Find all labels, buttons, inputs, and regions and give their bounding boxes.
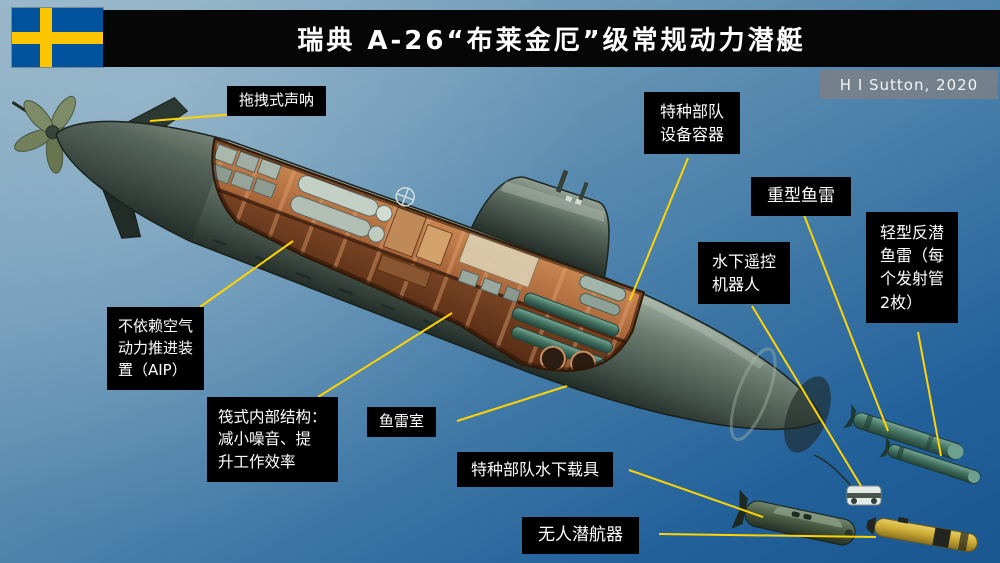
callout-heavy-torpedo: 重型鱼雷: [751, 177, 851, 216]
callout-towed-sonar: 拖拽式声呐: [227, 86, 327, 116]
rov-figure: [813, 454, 882, 506]
heavy-torpedo-figure: [843, 403, 964, 460]
uuv-figure: [866, 516, 978, 552]
callout-underwater-rov: 水下遥控 机器人: [698, 242, 791, 305]
sdv-figure: [731, 489, 856, 546]
leader-lines: [149, 113, 942, 538]
bow-ring: [729, 347, 777, 441]
credit-badge: H I Sutton, 2020: [820, 70, 998, 99]
leader-light-torpedo: [917, 331, 942, 457]
sweden-flag-icon: [12, 8, 103, 67]
page-title: 瑞典 A-26“布莱金厄”级常规动力潜艇: [297, 26, 806, 56]
leader-aip: [199, 240, 294, 308]
leader-torpedo-room: [456, 385, 568, 422]
leader-sf-vehicle: [628, 469, 764, 518]
antenna-mast: [578, 181, 589, 201]
deck-hatch-marker: [395, 187, 415, 207]
leader-uuv: [658, 533, 877, 538]
callout-uuv: 无人潜航器: [522, 517, 639, 554]
light-torpedo-figure: [879, 436, 981, 484]
bow-nose-cap: [784, 376, 831, 453]
sail-top-band: [500, 181, 605, 223]
sail-window: [565, 195, 573, 203]
machinery-section: [376, 206, 453, 289]
periscope-mast: [555, 169, 569, 193]
callout-torpedo-room: 鱼雷室: [367, 407, 437, 437]
leader-sf-container: [629, 157, 689, 301]
title-bar: 瑞典 A-26“布莱金厄”级常规动力潜艇: [103, 10, 1000, 67]
control-room: [457, 231, 541, 304]
leader-towed-sonar: [149, 113, 237, 122]
leader-rov: [751, 305, 862, 487]
leader-raft: [317, 312, 453, 398]
submarine-figure: [11, 95, 831, 453]
flag-cross-horizontal: [12, 32, 103, 44]
sail-window: [574, 198, 583, 206]
callout-raft-structure: 筏式内部结构： 减小噪音、提 升工作效率: [207, 397, 338, 483]
aip-plant: [290, 175, 393, 243]
callout-light-asw-torpedo: 轻型反潜 鱼雷（每 个发射管 2枚）: [866, 212, 959, 323]
callout-sf-underwater-vehicle: 特种部队水下载具: [457, 452, 614, 488]
stern-shadow: [56, 121, 229, 242]
cutaway-edge: [211, 137, 646, 372]
callout-aip: 不依赖空气 动力推进装 置（AIP）: [107, 307, 205, 391]
leader-heavy-torpedo: [803, 214, 889, 432]
callout-sf-equipment-container: 特种部队 设备容器: [644, 92, 741, 155]
